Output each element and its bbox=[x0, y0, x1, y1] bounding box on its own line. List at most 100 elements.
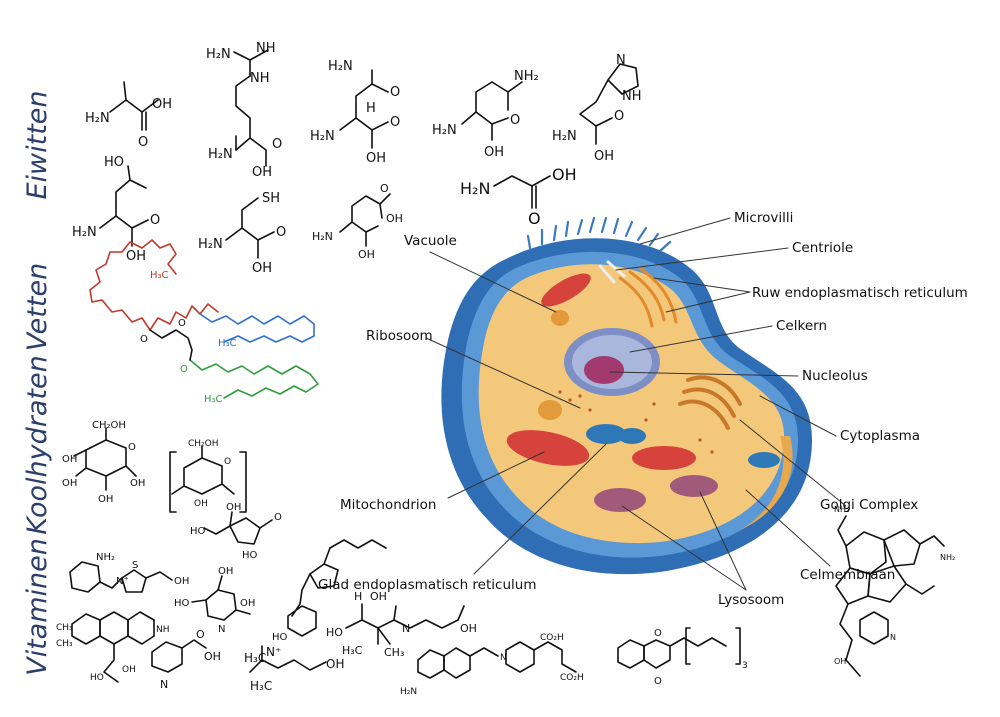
lysosome-1 bbox=[594, 488, 646, 512]
pantothenic-h3c-label: H₃C bbox=[342, 644, 363, 657]
arginine-nh-label-2: NH bbox=[250, 71, 270, 86]
glucose-ring-oxygen-label: O bbox=[128, 442, 136, 453]
arginine-h2n-label: H₂N bbox=[206, 47, 231, 62]
label-golgi: Golgi Complex bbox=[820, 497, 919, 513]
linoleic-methyl-label: H₃C bbox=[204, 394, 223, 405]
arginine-amine-label: H₂N bbox=[208, 147, 233, 162]
thiamine-nh2-label: NH₂ bbox=[96, 552, 115, 563]
mitochondrion-2 bbox=[541, 273, 591, 307]
label-rough-er: Ruw endoplasmatisch reticulum bbox=[752, 285, 968, 301]
glucose-oh-1-label: OH bbox=[62, 478, 77, 489]
cysteine-amine-label: H₂N bbox=[198, 237, 223, 252]
ascorbic-o-label: O bbox=[274, 512, 282, 523]
cysteine-oxygen-label: O bbox=[276, 225, 286, 240]
glycine-oxygen-label: O bbox=[528, 209, 541, 228]
pantothenic-acid-molecule: HO H OH H₃C CH₃ N OH bbox=[326, 590, 477, 659]
label-ribosome: Ribosoom bbox=[366, 328, 433, 344]
glutamine-amide-label: NH₂ bbox=[514, 69, 539, 84]
glucose-oh-2-label: OH bbox=[98, 494, 113, 505]
glutamic-amine-label: H₂N bbox=[312, 230, 333, 243]
choline-h3c-2-label: H₃C bbox=[250, 679, 272, 693]
pantothenic-oh-2-label: OH bbox=[460, 622, 477, 635]
vitamin-d-molecule: HO bbox=[272, 539, 387, 643]
pantothenic-oh-label: OH bbox=[370, 590, 387, 603]
folic-n-label: N bbox=[500, 653, 507, 663]
arginine-molecule: H₂N H₂N NH NH OH O bbox=[206, 41, 282, 180]
cobalamin-molecule: NH₂ NH₂ OH N bbox=[834, 505, 955, 677]
folic-co2h-2-label: CO₂H bbox=[560, 673, 584, 683]
vitamin-k-subscript-label: 3 bbox=[742, 661, 748, 671]
label-lysosome: Lysosoom bbox=[718, 592, 785, 608]
cytoplasm-region bbox=[478, 264, 785, 544]
cobalamin-nh2-label: NH₂ bbox=[834, 505, 849, 514]
asparagine-amide-label: H₂N bbox=[328, 59, 353, 74]
pyridoxine-n-label: N bbox=[218, 624, 225, 635]
polysaccharide-oh-label: OH bbox=[194, 499, 208, 509]
histidine-nh-label: NH bbox=[622, 89, 642, 104]
animal-cell-illustration bbox=[441, 216, 812, 575]
aspartic-hydroxyl-top-label: HO bbox=[104, 155, 124, 170]
riboflavin-oh-label: OH bbox=[122, 665, 136, 675]
thiamine-s-label: S bbox=[132, 560, 138, 571]
polysaccharide-oxygen-label: O bbox=[224, 457, 231, 467]
pantothenic-h-label: H bbox=[354, 590, 362, 603]
folic-acid-molecule: H₂N N CO₂H CO₂H bbox=[400, 633, 584, 696]
nucleolus bbox=[584, 356, 624, 384]
vitamin-k-molecule: 3 O O bbox=[617, 627, 748, 687]
alanine-molecule: H₂N OH O bbox=[85, 81, 172, 150]
pantothenic-ho-label: HO bbox=[326, 626, 343, 639]
asparagine-molecule: H₂N H₂N H OH O O bbox=[310, 59, 400, 166]
cobalamin-n-label: N bbox=[890, 633, 896, 642]
label-cytoplasm: Cytoplasma bbox=[840, 428, 921, 444]
label-vacuole: Vacuole bbox=[404, 233, 457, 249]
arginine-oxygen-label: O bbox=[272, 137, 282, 152]
choline-oh-label: OH bbox=[326, 657, 344, 671]
choline-h3c-label: H₃C bbox=[244, 651, 266, 665]
biology-diagram: Eiwitten Vetten Koolhydraten Vitaminen H… bbox=[22, 41, 968, 696]
centriole bbox=[598, 260, 626, 284]
histidine-amine-label: H₂N bbox=[552, 129, 577, 144]
aspartic-amine-label: H₂N bbox=[72, 225, 97, 240]
ascorbic-acid-molecule: HO OH O HO bbox=[190, 502, 282, 561]
vitamin-k-o-2-label: O bbox=[654, 676, 662, 687]
riboflavin-ch3-2-label: CH₃ bbox=[56, 639, 73, 649]
aspartic-oxygen-label: O bbox=[150, 213, 160, 228]
mitochondrion-3 bbox=[632, 446, 696, 470]
label-centriole: Centriole bbox=[792, 240, 854, 256]
glutamic-hydroxyl-top-label: OH bbox=[386, 212, 403, 225]
glutamine-hydroxyl-label: OH bbox=[484, 145, 504, 160]
vitamin-k-o-label: O bbox=[654, 628, 662, 639]
ester-oxygen-3-label: O bbox=[180, 364, 188, 375]
polysaccharide-molecule: CH₂OH OH O bbox=[169, 439, 247, 513]
glutamic-oxygen-label: O bbox=[380, 182, 389, 195]
triglyceride-molecule: O O O H₃C H₃C H₃C bbox=[89, 239, 319, 405]
label-mitochondrion: Mitochondrion bbox=[340, 497, 437, 513]
rough-er bbox=[618, 266, 678, 328]
smooth-er bbox=[586, 424, 780, 468]
aspartic-hydroxyl-label: OH bbox=[126, 249, 146, 264]
glucose-oh-4-label: OH bbox=[62, 454, 77, 465]
pyridoxine-molecule: OH HO OH N bbox=[174, 566, 255, 635]
glycine-hydroxyl-label: OH bbox=[552, 165, 577, 184]
label-membrane: Celmembraan bbox=[800, 567, 896, 583]
alanine-amine-label: H₂N bbox=[85, 111, 110, 126]
histidine-hydroxyl-label: OH bbox=[594, 149, 614, 164]
ascorbic-ho-label: HO bbox=[190, 526, 206, 537]
thiamine-molecule: NH₂ S OH N⁺ bbox=[69, 552, 189, 593]
mitochondrion-1 bbox=[506, 430, 590, 466]
pantothenic-ch3-label: CH₃ bbox=[384, 646, 404, 659]
asparagine-oxygen-label: O bbox=[390, 115, 400, 130]
microvilli-projections bbox=[526, 216, 672, 253]
asparagine-oxygen-label-2: O bbox=[390, 85, 400, 100]
oleic-methyl-label: H₃C bbox=[150, 270, 169, 281]
glutamine-oxygen-label: O bbox=[510, 113, 520, 128]
linoleic-acid-chain bbox=[189, 359, 319, 399]
histidine-oxygen-label: O bbox=[614, 109, 624, 124]
niacin-oh-label: OH bbox=[204, 650, 221, 663]
pyridoxine-ho-label: HO bbox=[174, 598, 190, 609]
glucose-ch2oh-label: CH₂OH bbox=[92, 420, 126, 431]
cysteine-thiol-label: SH bbox=[262, 191, 280, 206]
niacin-n-label: N bbox=[160, 678, 168, 691]
glycine-amine-label: H₂N bbox=[460, 179, 490, 198]
glucose-molecule: CH₂OH OH OH OH OH O bbox=[62, 420, 145, 505]
